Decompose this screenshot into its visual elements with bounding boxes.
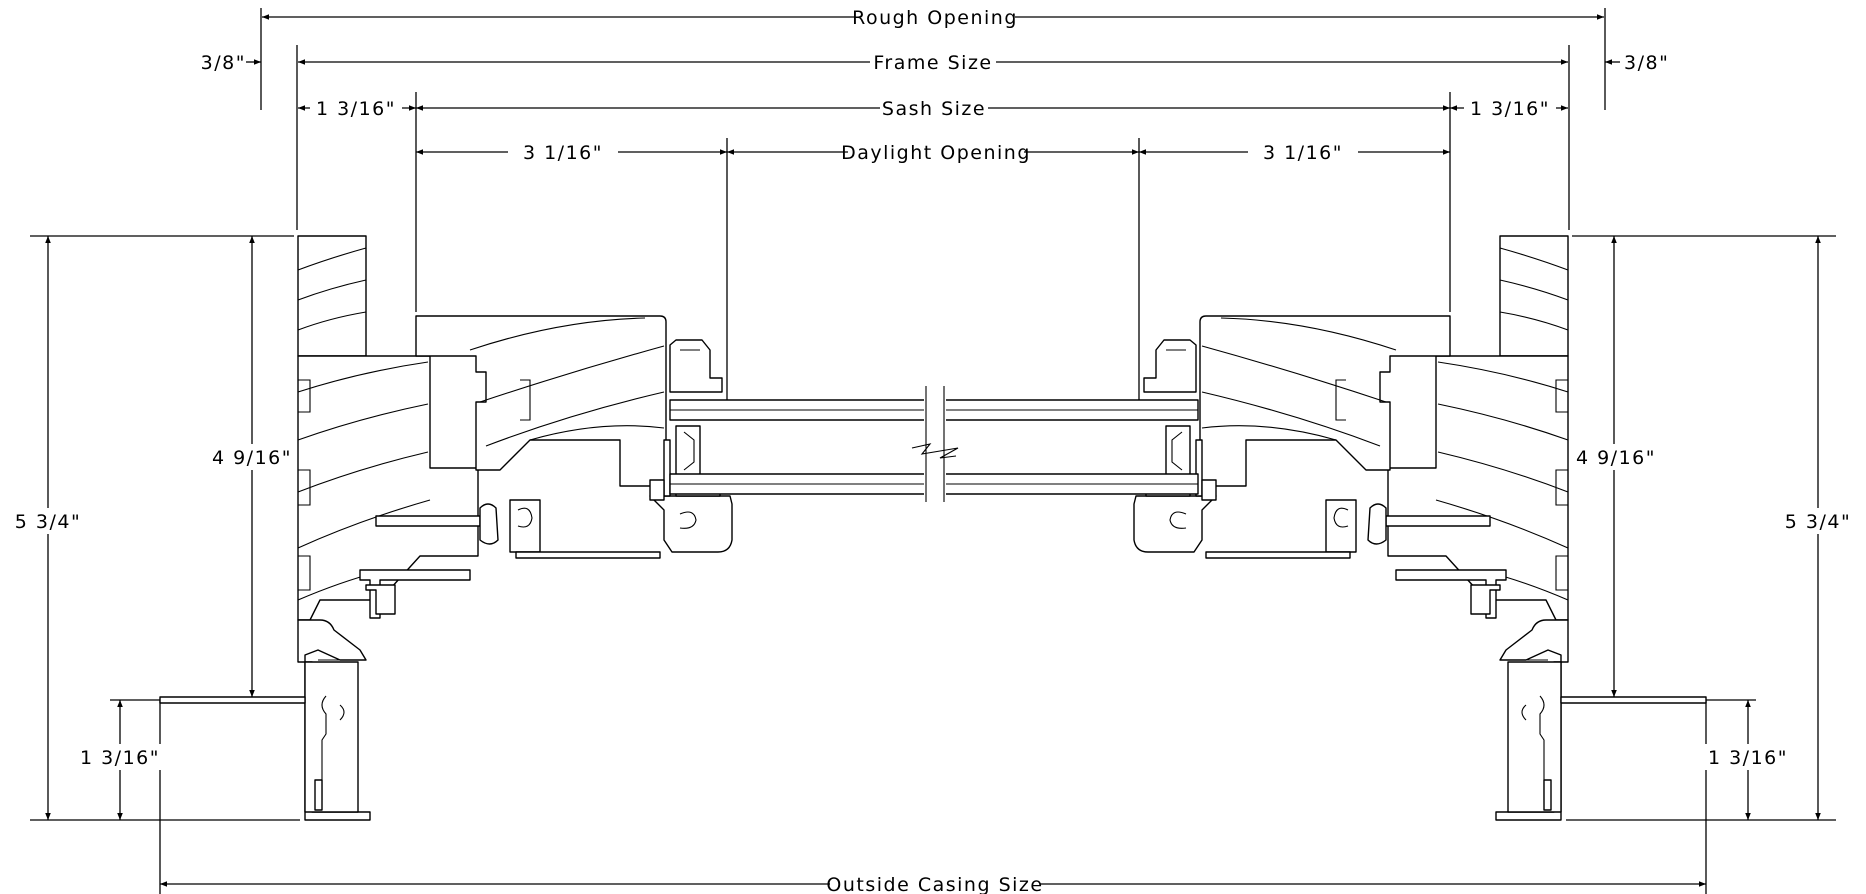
dim-frame-depth: 4 9/16" 4 9/16"	[204, 236, 1662, 697]
frame-size-label: Frame Size	[873, 52, 992, 74]
sash-size-label: Sash Size	[882, 98, 986, 120]
sash-to-glass-left-label: 3 1/16"	[523, 142, 603, 164]
dim-overall-depth: 5 3/4" 5 3/4"	[10, 236, 1856, 820]
dim-frame-size: Frame Size 3/8" 3/8"	[201, 50, 1669, 74]
clearance-right-label: 3/8"	[1624, 52, 1669, 74]
casing-depth-right-label: 1 3/16"	[1708, 747, 1788, 769]
dim-casing-depth: 1 3/16" 1 3/16"	[74, 700, 1794, 820]
outside-casing-size-label: Outside Casing Size	[826, 874, 1043, 894]
dim-sash-size: Sash Size 1 3/16" 1 3/16"	[298, 96, 1568, 120]
frame-to-sash-left-label: 1 3/16"	[316, 98, 396, 120]
dim-daylight-opening: Daylight Opening 3 1/16" 3 1/16"	[416, 140, 1450, 164]
daylight-opening-label: Daylight Opening	[841, 142, 1031, 164]
clearance-left-label: 3/8"	[201, 52, 246, 74]
frame-to-sash-right-label: 1 3/16"	[1470, 98, 1550, 120]
sash-to-glass-right-label: 3 1/16"	[1263, 142, 1343, 164]
frame-depth-right-label: 4 9/16"	[1576, 447, 1656, 469]
overall-depth-left-label: 5 3/4"	[15, 511, 81, 533]
dim-rough-opening: Rough Opening	[262, 5, 1604, 29]
frame-depth-left-label: 4 9/16"	[212, 447, 292, 469]
casing-depth-left-label: 1 3/16"	[80, 747, 160, 769]
overall-depth-right-label: 5 3/4"	[1785, 511, 1851, 533]
rough-opening-label: Rough Opening	[852, 7, 1018, 29]
glass-unit	[669, 386, 1199, 506]
dim-outside-casing-size: Outside Casing Size	[160, 872, 1706, 894]
